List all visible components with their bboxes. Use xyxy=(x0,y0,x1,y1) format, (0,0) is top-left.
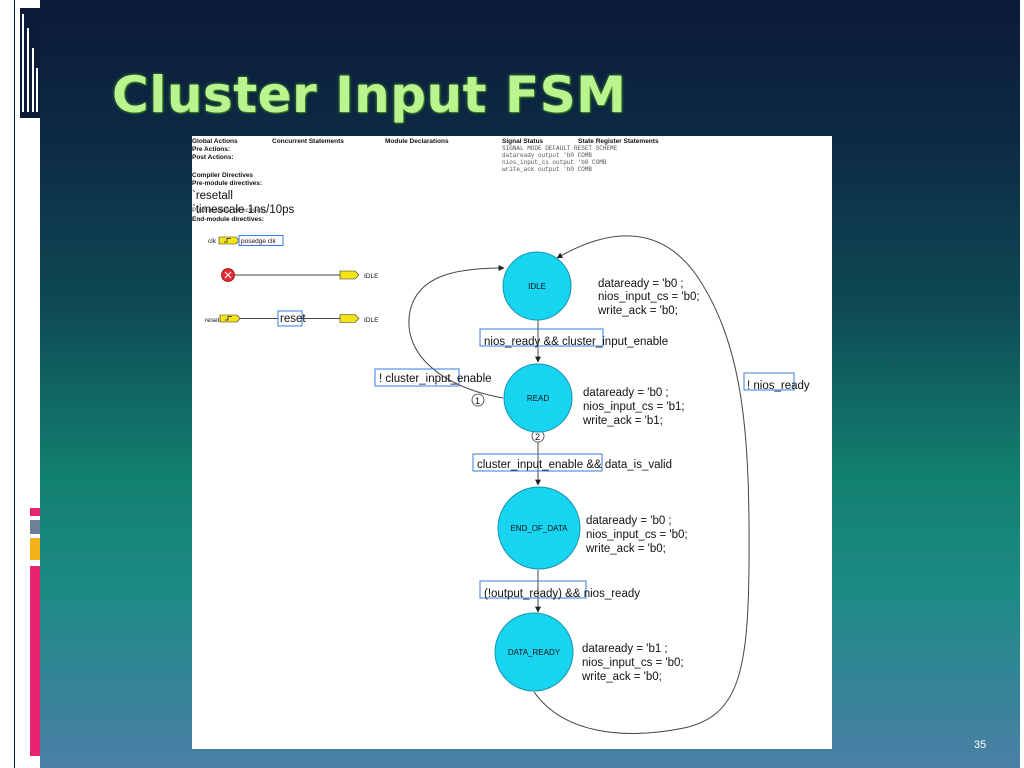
fsm-diagram-canvas: Global Actions Pre Actions: Post Actions… xyxy=(192,136,832,749)
compiler-directives-label: Compiler Directives xyxy=(192,172,253,179)
transition-ready-idle-box xyxy=(743,372,795,391)
state-end-of-data-name: END_OF_DATA xyxy=(510,524,568,533)
transition-read-end-label: cluster_input_enable && data_is_valid xyxy=(477,459,672,471)
transition-read-end-box xyxy=(472,453,603,472)
slide-logo-icon xyxy=(20,8,40,118)
state-idle-action: dataready = 'b0 ; xyxy=(598,278,684,290)
transition-read-idle-box xyxy=(374,368,460,387)
reset-pin-label: reset xyxy=(205,317,220,324)
state-end-of-data-action: write_ack = 'b0; xyxy=(585,543,666,555)
signal-table-row: write_ack output 'b0 COMB xyxy=(502,166,592,173)
transition-read-idle-label: ! cluster_input_enable xyxy=(379,373,492,385)
accent-bar-slate xyxy=(30,520,40,534)
left-margin-strip xyxy=(0,0,40,768)
priority-2-label: 2 xyxy=(535,432,540,442)
state-read-action: nios_input_cs = 'b1; xyxy=(583,401,685,413)
state-read[interactable] xyxy=(503,363,573,433)
state-data-ready-action: dataready = 'b1 ; xyxy=(582,643,668,655)
state-read-name: READ xyxy=(527,394,549,403)
reset-condition: reset xyxy=(280,313,306,325)
post-module-directives-label: Post-module directives: xyxy=(192,207,266,214)
strip-divider xyxy=(14,0,15,768)
reset-target-icon xyxy=(339,314,360,323)
state-end-of-data-action: nios_input_cs = 'b0; xyxy=(586,529,688,541)
signal-table-row: nios_input_cs output 'b0 COMB xyxy=(502,159,607,166)
page-number: 35 xyxy=(974,739,987,751)
global-actions-label: Global Actions xyxy=(192,138,238,145)
state-idle-action: nios_input_cs = 'b0; xyxy=(598,291,700,303)
priority-1-marker xyxy=(471,393,485,407)
state-idle[interactable] xyxy=(502,251,572,321)
state-idle-name: IDLE xyxy=(528,282,546,291)
async-reset-target-icon xyxy=(339,270,360,280)
state-data-ready[interactable] xyxy=(494,612,574,692)
resetall-directive: `resetall xyxy=(192,190,233,202)
accent-bar-orange xyxy=(30,538,40,560)
clock-edge-box xyxy=(238,235,284,246)
end-module-directives-label: End-module directives: xyxy=(192,216,264,223)
signal-status-label: Signal Status xyxy=(502,138,544,145)
async-reset-cross-icon xyxy=(224,271,232,279)
signal-table-row: dataready output 'b0 COMB xyxy=(502,152,592,159)
fsm-diagram: Global Actions Pre Actions: Post Actions… xyxy=(192,138,810,734)
right-margin-strip xyxy=(1020,0,1024,768)
transition-ready-idle-arrow xyxy=(533,235,750,734)
timescale-directive: `timescale 1ns/10ps xyxy=(192,204,295,216)
clock-pin-icon xyxy=(218,236,240,245)
pre-module-directives-label: Pre-module directives: xyxy=(192,180,262,187)
state-read-action: dataready = 'b0 ; xyxy=(583,387,669,399)
transition-idle-read-label: nios_ready && cluster_input_enable xyxy=(484,336,668,348)
slide-title: Cluster Input FSM xyxy=(112,66,627,124)
state-read-action: write_ack = 'b1; xyxy=(582,415,663,427)
async-reset-target: IDLE xyxy=(364,273,379,280)
state-data-ready-action: write_ack = 'b0; xyxy=(581,671,662,683)
post-actions-label: Post Actions: xyxy=(192,154,234,161)
state-data-ready-name: DATA_READY xyxy=(508,648,561,657)
clock-edge-label: posedge clk xyxy=(241,238,276,245)
reset-target: IDLE xyxy=(364,317,379,324)
transition-end-ready-box xyxy=(479,580,587,599)
state-register-label: State Register Statements xyxy=(578,138,659,145)
accent-bar-pink xyxy=(30,508,40,516)
signal-table-header: SIGNAL MODE DEFAULT RESET SCHEME xyxy=(502,145,618,152)
state-idle-action: write_ack = 'b0; xyxy=(597,305,678,317)
clock-label: clk xyxy=(208,238,217,245)
concurrent-statements-label: Concurrent Statements xyxy=(272,138,344,145)
clock-edge-icon xyxy=(224,238,231,243)
transition-idle-read-box xyxy=(479,328,604,347)
transition-end-ready-label: (!output_ready) && nios_ready xyxy=(484,588,640,600)
state-end-of-data[interactable] xyxy=(497,486,581,570)
pre-actions-label: Pre Actions: xyxy=(192,146,230,153)
accent-bar-magenta xyxy=(30,566,40,756)
transition-read-idle-arrow xyxy=(408,265,505,399)
module-declarations-label: Module Declarations xyxy=(385,138,449,145)
state-data-ready-action: nios_input_cs = 'b0; xyxy=(582,657,684,669)
priority-1-label: 1 xyxy=(475,396,480,406)
reset-edge-icon xyxy=(225,316,232,321)
reset-pin-icon xyxy=(219,314,241,323)
state-end-of-data-action: dataready = 'b0 ; xyxy=(586,515,672,527)
transition-ready-idle-label: ! nios_ready xyxy=(747,380,810,392)
